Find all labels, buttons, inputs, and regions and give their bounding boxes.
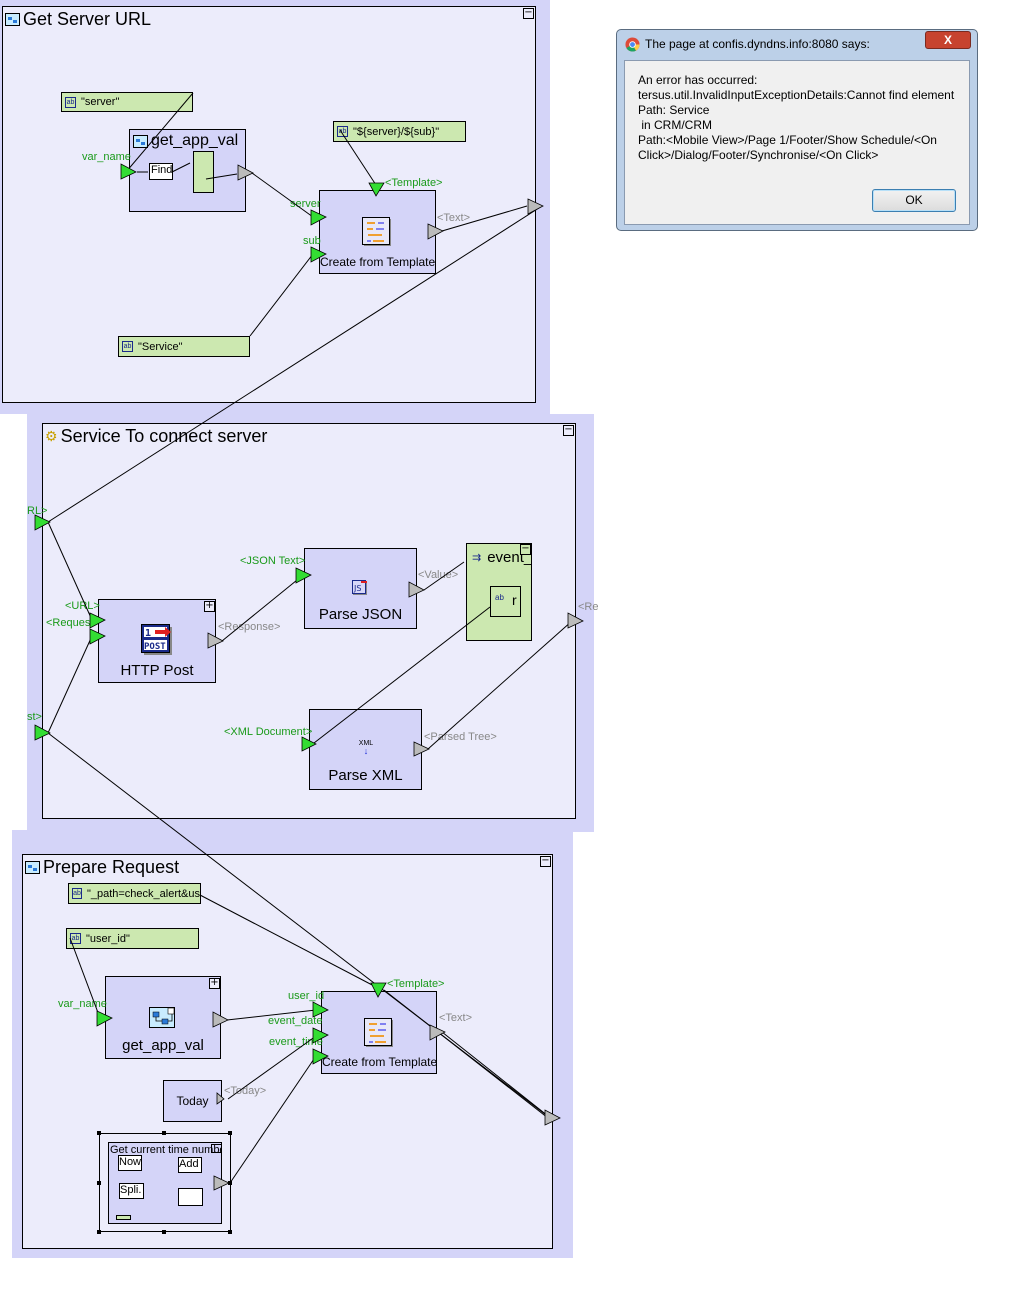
create-template-node[interactable]: Create from Template (319, 190, 436, 274)
port-label-response: <Response> (218, 621, 281, 633)
port-label-value: <Value> (418, 569, 459, 581)
parse-xml-node[interactable]: XML ↓ Parse XML (309, 709, 422, 790)
template-icon (364, 1018, 393, 1047)
svg-text:1: 1 (145, 628, 151, 639)
get-app-val-node-2[interactable]: + get_app_val (105, 976, 221, 1059)
split-node[interactable]: Spli. (119, 1183, 144, 1199)
port-label-parsed-tree: <Parsed Tree> (424, 731, 497, 743)
text-constant-icon: ab (122, 341, 133, 352)
svg-text:JS: JS (353, 584, 361, 593)
port-label-request: <Request> (46, 617, 100, 629)
constant-user-id[interactable]: ab"user_id" (66, 928, 199, 949)
collapse-button[interactable]: − (563, 424, 574, 436)
port-label-text: <Text> (437, 212, 471, 224)
dialog-body: An error has occurred: tersus.util.Inval… (624, 60, 970, 225)
port-label-left-request: st> (27, 711, 42, 723)
port-label-event-date: event_date (268, 1015, 323, 1027)
panel-title-prepare-request: Prepare Request (43, 857, 180, 877)
service-gear-icon: ⚙ (45, 428, 58, 444)
composite-icon (149, 1007, 175, 1028)
port-label-server: server (290, 198, 321, 210)
constant-template[interactable]: ab"${server}/${sub}" (333, 121, 466, 142)
port-label-xml-document: <XML Document> (224, 726, 313, 738)
svg-text:POST: POST (144, 642, 166, 652)
collapse-button[interactable]: − (520, 543, 531, 555)
template-icon (362, 217, 391, 246)
alert-dialog[interactable]: The page at confis.dyndns.info:8080 says… (616, 29, 978, 231)
parse-json-node[interactable]: JS Parse JSON (304, 548, 417, 629)
panel-title-service-connect: Service To connect server (60, 426, 268, 446)
port-label-event-time: event_time (269, 1036, 323, 1048)
ok-button[interactable]: OK (872, 189, 956, 212)
lookup-node[interactable] (193, 151, 214, 193)
port-label-url: <URL> (65, 600, 100, 612)
constant-server[interactable]: ab"server" (61, 92, 193, 112)
port-label-left-url: RL> (27, 505, 48, 517)
text-constant-icon: ab (337, 126, 348, 137)
text-constant-icon: ab (70, 933, 81, 944)
port-label-right-response: <Re (578, 601, 599, 613)
close-button[interactable]: X (925, 31, 971, 49)
panel-get-server-url[interactable]: Get Server URL − (2, 6, 536, 403)
constant-path[interactable]: ab"_path=check_alert&us (68, 883, 201, 904)
dialog-message: An error has occurred: tersus.util.Inval… (638, 73, 955, 162)
parse-xml-label: Parse XML (328, 767, 403, 784)
text-constant-icon: ab (65, 96, 76, 108)
text-field-icon: ab (495, 593, 504, 602)
chrome-icon (625, 37, 640, 52)
port-label-today: <Today> (224, 1085, 267, 1097)
constant-service[interactable]: ab"Service" (118, 336, 250, 357)
port-label-template-2: <Template> (387, 978, 445, 990)
collapse-button[interactable]: − (523, 7, 534, 19)
create-template-label-2: Create from Template (322, 1055, 438, 1069)
get-app-val-node[interactable]: get_app_val Find (129, 129, 246, 212)
get-app-val-label: get_app_val (122, 1037, 204, 1054)
create-template-label: Create from Template (320, 255, 436, 269)
combine-node[interactable] (178, 1188, 203, 1206)
port-label-text-2: <Text> (439, 1012, 473, 1024)
http-post-label: HTTP Post (120, 662, 194, 679)
json-icon: JS (352, 580, 367, 595)
today-label: Today (176, 1094, 209, 1108)
composite-icon (5, 13, 20, 26)
today-node[interactable]: Today (163, 1080, 222, 1122)
expand-button[interactable]: + (209, 977, 220, 989)
get-app-val-title: get_app_val (151, 132, 239, 149)
port-label-sub: sub (303, 235, 321, 247)
event-field-node[interactable]: ab r (490, 586, 521, 617)
xml-icon: XML ↓ (358, 740, 374, 756)
mini-constant[interactable] (116, 1215, 131, 1220)
expand-button[interactable]: + (204, 600, 215, 612)
collapse-button[interactable]: − (540, 855, 551, 867)
event-struct-node[interactable]: ⇉ event_ − ab r (466, 543, 532, 641)
port-label-template: <Template> (385, 177, 443, 189)
port-label-user-id: user_id (288, 990, 325, 1002)
now-node[interactable]: Now (118, 1155, 142, 1171)
find-node[interactable]: Find (149, 163, 173, 180)
create-template-node-2[interactable]: Create from Template (321, 991, 437, 1074)
panel-title-get-server-url: Get Server URL (23, 9, 152, 29)
port-label-var-name: var_name (82, 151, 131, 163)
dialog-title: The page at confis.dyndns.info:8080 says… (645, 37, 870, 51)
composite-icon (133, 134, 148, 148)
time-number-node[interactable]: Get current time number Now Add Spli. (108, 1142, 222, 1224)
time-number-title: Get current time number (110, 1144, 222, 1156)
port-label-json-text: <JSON Text> (240, 555, 306, 567)
port-label-var-name-2: var_name (58, 998, 107, 1010)
parse-json-label: Parse JSON (318, 606, 403, 623)
composite-icon (25, 861, 40, 874)
structure-icon: ⇉ (472, 552, 482, 564)
text-constant-icon: ab (72, 888, 82, 899)
add-node[interactable]: Add (178, 1157, 202, 1173)
